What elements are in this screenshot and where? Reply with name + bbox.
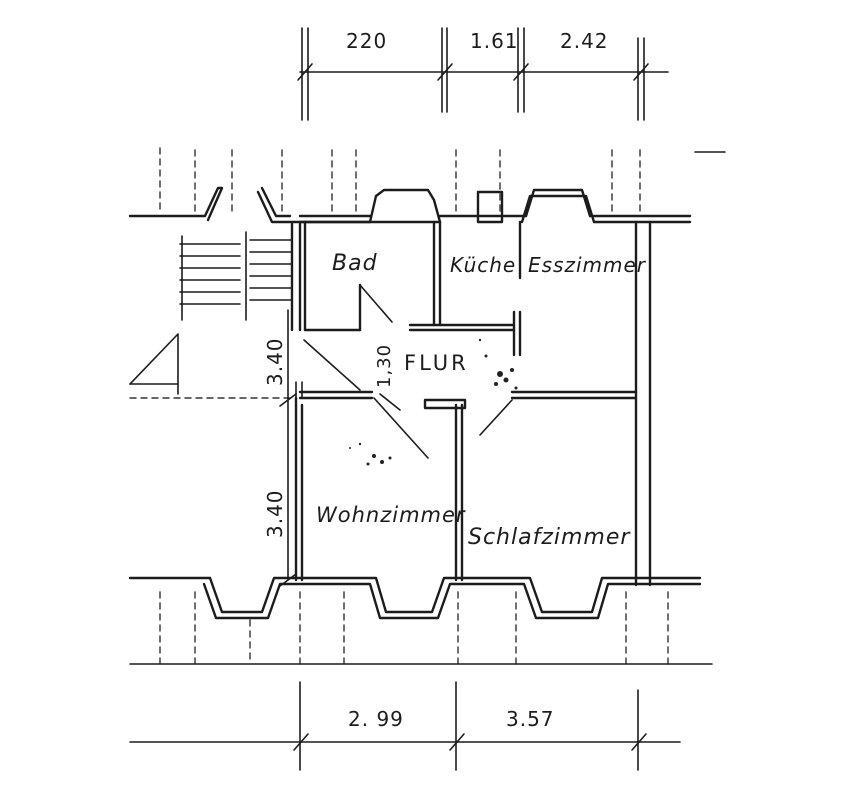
room-label-schlafzimmer: Schlafzimmer [468, 525, 631, 550]
left-dimension-line [279, 309, 297, 587]
kitchen-walls [408, 220, 522, 357]
bottom-outer-wall [128, 576, 713, 665]
dim-bottom-2: 3.57 [506, 707, 555, 731]
middle-wall [129, 381, 638, 400]
dim-flur-width: 1,30 [374, 344, 395, 388]
top-outer-wall [128, 147, 726, 224]
lower-walls [294, 396, 464, 582]
dim-bottom-1: 2. 99 [348, 707, 404, 731]
room-label-wohnzimmer: Wohnzimmer [316, 503, 466, 527]
dim-left-upper: 3.40 [263, 337, 287, 386]
top-dimension-line [297, 27, 669, 121]
flur-lines [303, 339, 513, 459]
dim-left-lower: 3.40 [263, 489, 287, 538]
room-label-bad: Bad [332, 251, 378, 276]
bottom-dimension-line [129, 681, 681, 771]
dim-top-3: 2.42 [560, 29, 609, 53]
room-label-esszimmer: Esszimmer [528, 253, 647, 277]
bad-walls [303, 220, 442, 332]
dim-top-2: 1.61 [470, 29, 519, 53]
staircase [129, 222, 302, 395]
scan-noise [349, 338, 518, 466]
right-outer-wall [634, 220, 652, 587]
dim-top-1: 220 [346, 29, 387, 53]
room-label-kueche: Küche [450, 253, 516, 277]
room-label-flur: FLUR [404, 351, 469, 375]
